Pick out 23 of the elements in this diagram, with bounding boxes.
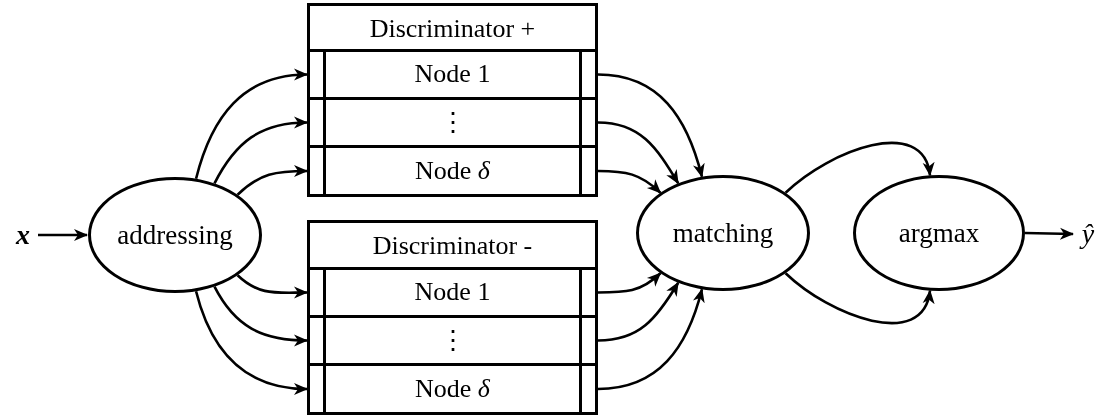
arrow <box>784 272 933 325</box>
math-symbol: ŷ <box>1074 216 1102 252</box>
arrow <box>598 169 662 194</box>
process-ellipse: matching <box>636 175 810 291</box>
process-ellipse: argmax <box>853 175 1025 291</box>
process-ellipse: addressing <box>88 177 262 293</box>
arrow <box>597 121 680 185</box>
arrow <box>597 281 680 342</box>
arrow <box>38 229 88 241</box>
table-row: Node 1 <box>307 49 598 100</box>
table-row: Node 1 <box>307 267 598 318</box>
arrow <box>598 272 662 294</box>
discriminator-table <box>307 3 598 197</box>
arrow <box>1024 227 1074 240</box>
arrow <box>236 165 308 196</box>
discriminator-table <box>307 220 598 415</box>
arrow <box>236 274 308 299</box>
arrow <box>213 116 308 184</box>
arrow <box>784 141 933 194</box>
math-symbol: x <box>8 220 38 250</box>
table-heading: Discriminator - <box>371 229 534 262</box>
table-heading: Discriminator + <box>368 12 537 45</box>
arrow <box>213 286 308 347</box>
